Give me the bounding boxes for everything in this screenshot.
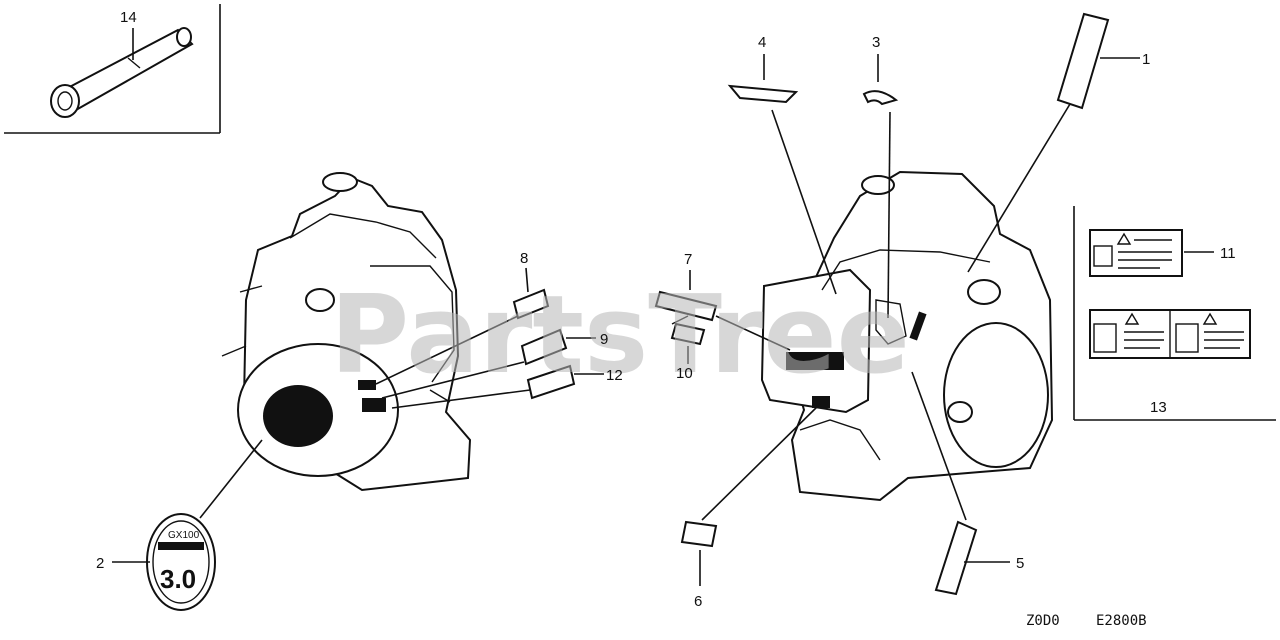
part-12-decal[interactable] — [391, 364, 604, 409]
part-13-label[interactable] — [1089, 309, 1251, 359]
part-4-decal[interactable] — [727, 54, 837, 295]
callout-10[interactable]: 10 — [676, 365, 693, 382]
engine-left — [221, 172, 472, 492]
part-9-decal[interactable] — [381, 328, 596, 399]
part-3-decal[interactable] — [862, 54, 899, 319]
part-1-decal[interactable] — [967, 12, 1140, 273]
part-14-wrench[interactable] — [50, 27, 194, 118]
callout-5[interactable]: 5 — [1016, 555, 1024, 572]
part-5-decal[interactable] — [911, 371, 1010, 596]
callout-12[interactable]: 12 — [606, 367, 623, 384]
part-7-decal[interactable] — [654, 270, 791, 351]
emblem-model-text: GX100 — [168, 530, 200, 541]
part-6-decal[interactable] — [680, 403, 821, 586]
callout-2[interactable]: 2 — [96, 555, 104, 572]
part-13-box — [1073, 206, 1276, 421]
part-10-decal[interactable] — [670, 315, 706, 364]
part-8-decal[interactable] — [375, 267, 550, 385]
callout-9[interactable]: 9 — [600, 331, 608, 348]
watermark: PartsTree — [330, 273, 910, 398]
callout-7[interactable]: 7 — [684, 251, 692, 268]
part-2-emblem[interactable]: GX100 3.0 — [112, 439, 263, 611]
callout-3[interactable]: 3 — [872, 34, 880, 51]
part-11-label[interactable] — [1089, 229, 1214, 277]
callout-13[interactable]: 13 — [1150, 399, 1167, 416]
diagram-code-right: E2800B — [1096, 613, 1147, 629]
callout-14[interactable]: 14 — [120, 9, 137, 26]
callout-4[interactable]: 4 — [758, 34, 766, 51]
callout-1[interactable]: 1 — [1142, 51, 1150, 68]
diagram-code-left: Z0D0 — [1026, 613, 1060, 629]
callout-8[interactable]: 8 — [520, 250, 528, 267]
callout-6[interactable]: 6 — [694, 593, 702, 610]
engine-right — [760, 170, 1054, 502]
callout-11[interactable]: 11 — [1220, 245, 1236, 262]
part-14-box — [4, 4, 221, 134]
emblem-number-text: 3.0 — [160, 564, 196, 594]
